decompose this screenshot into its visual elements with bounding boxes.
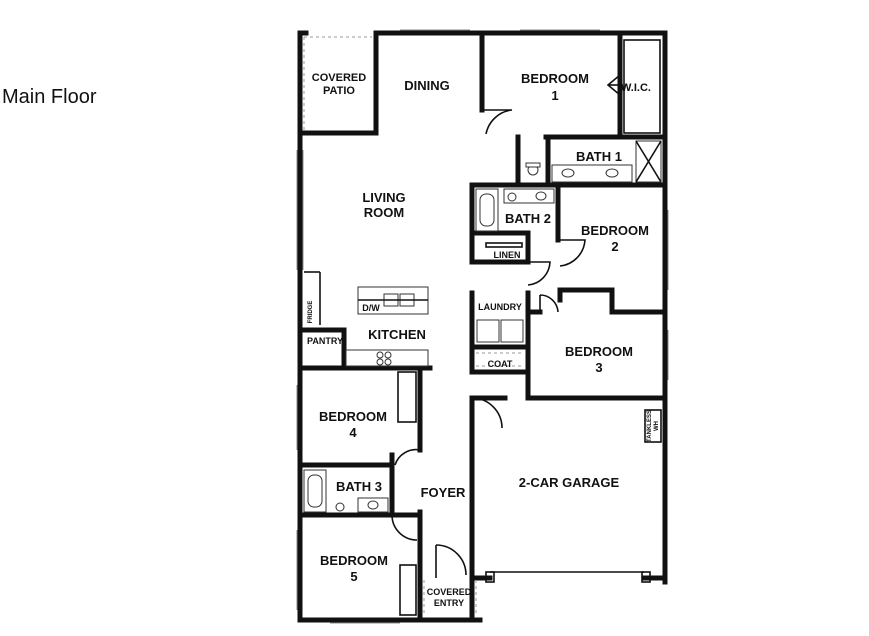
label-bedroom3-1: BEDROOM	[565, 344, 633, 359]
label-foyer: FOYER	[421, 485, 466, 500]
label-coat: COAT	[488, 359, 513, 369]
label-bedroom2-1: BEDROOM	[581, 223, 649, 238]
kitchen-island	[357, 286, 429, 315]
linen-shelf	[485, 242, 523, 248]
label-dining: DINING	[404, 78, 450, 93]
label-wic: W.I.C.	[621, 82, 651, 94]
bath3-fixtures	[303, 469, 389, 513]
label-bedroom4-2: 4	[349, 425, 357, 440]
label-covered-patio-1: COVERED	[312, 72, 366, 84]
label-bedroom2-2: 2	[611, 239, 618, 254]
label-bedroom3-2: 3	[595, 360, 602, 375]
label-covered-patio-2: PATIO	[323, 85, 355, 97]
page-title: Main Floor	[2, 86, 97, 108]
label-covered-entry-1: COVERED	[427, 587, 472, 597]
label-bedroom5-1: BEDROOM	[320, 553, 388, 568]
label-bedroom1-1: BEDROOM	[521, 71, 589, 86]
doors	[391, 109, 586, 578]
label-kitchen: KITCHEN	[368, 327, 426, 342]
label-laundry: LAUNDRY	[478, 302, 522, 312]
wic-closet	[606, 39, 661, 134]
covered-patio-outline	[303, 36, 372, 130]
label-bath1: BATH 1	[576, 149, 622, 164]
label-bath3: BATH 3	[336, 479, 382, 494]
windows	[296, 29, 669, 624]
label-bedroom5-2: 5	[350, 569, 357, 584]
label-covered-entry-2: ENTRY	[434, 598, 464, 608]
label-living-1: LIVING	[362, 190, 405, 205]
laundry-fixtures	[476, 319, 524, 367]
label-tankless-2: WH	[654, 421, 660, 431]
covered-entry-outline	[423, 580, 477, 616]
label-living-2: ROOM	[364, 205, 404, 220]
label-tankless-1: TANKLESS	[647, 410, 653, 442]
room-labels: COVERED PATIO DINING BEDROOM 1 W.I.C. BA…	[307, 71, 660, 608]
bath2-fixtures	[475, 188, 555, 232]
label-linen: LINEN	[494, 250, 521, 260]
label-bath2: BATH 2	[505, 211, 551, 226]
label-fridge: FRIDGE	[308, 301, 314, 324]
label-garage: 2-CAR GARAGE	[519, 475, 620, 490]
garage-details	[485, 409, 662, 583]
label-bedroom4-1: BEDROOM	[319, 409, 387, 424]
kitchen-counter	[345, 349, 429, 367]
bath1-fixtures	[525, 140, 662, 183]
label-dw: D/W	[362, 303, 380, 313]
label-pantry: PANTRY	[307, 336, 343, 346]
exterior-walls	[297, 30, 668, 623]
label-bedroom1-2: 1	[551, 88, 558, 103]
closets	[397, 371, 417, 616]
